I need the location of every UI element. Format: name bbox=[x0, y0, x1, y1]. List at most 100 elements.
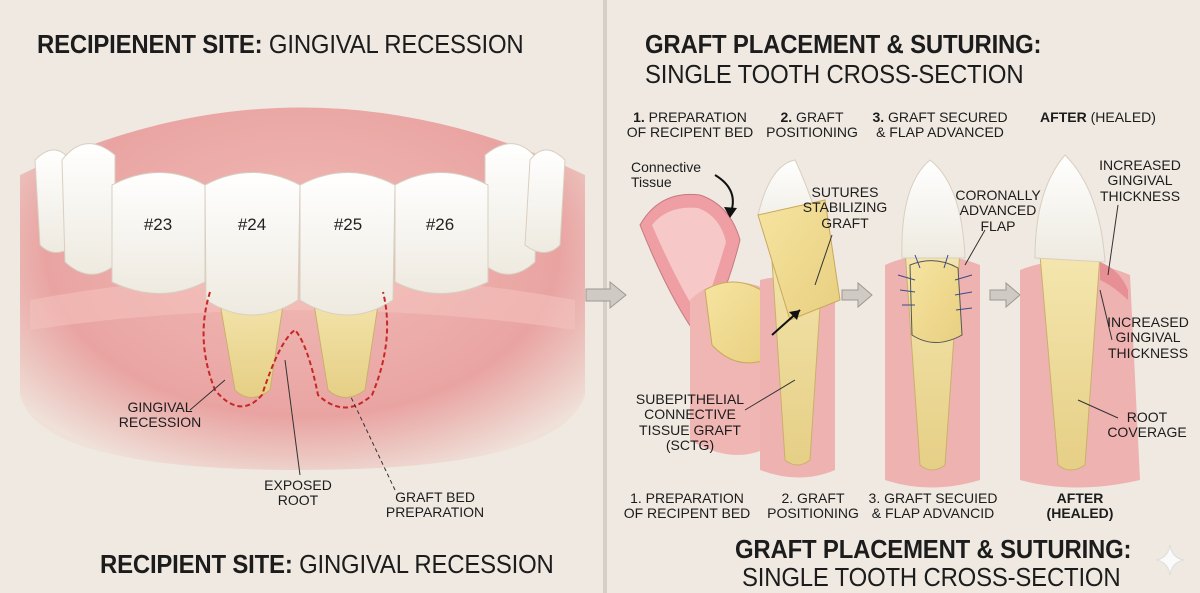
label-connective-tissue-line1: Connective bbox=[631, 159, 702, 175]
step-1-illustration bbox=[639, 193, 780, 455]
label-increased-mid-line3: THICKNESS bbox=[1107, 344, 1189, 361]
label-coronal-flap: CORONALLY ADVANCED FLAP bbox=[955, 187, 1041, 234]
tooth-number-25: #25 bbox=[333, 215, 363, 234]
label-increased-mid: INCREASED GINGIVAL THICKNESS bbox=[1107, 314, 1189, 361]
bottom-step-1-line2: OF RECIPENT BED bbox=[623, 505, 751, 522]
label-exposed-root-line2: ROOT bbox=[277, 492, 319, 509]
label-exposed-root: EXPOSED ROOT bbox=[264, 477, 332, 509]
tooth-number-24: #24 bbox=[237, 215, 267, 234]
sparkle-icon bbox=[1155, 544, 1185, 576]
label-sctg: SUBEPITHELIAL CONNECTIVE TISSUE GRAFT (S… bbox=[635, 391, 745, 454]
left-top-title-rest: GINGIVAL RECESSION bbox=[262, 29, 524, 59]
step-3-graft bbox=[909, 260, 963, 343]
step-3-illustration bbox=[885, 159, 986, 488]
label-root-coverage-line2: COVERAGE bbox=[1107, 424, 1187, 441]
leader-exposed-root bbox=[284, 359, 301, 476]
leader-root-coverage bbox=[1077, 399, 1119, 419]
label-connective-tissue: Connective Tissue bbox=[631, 159, 702, 191]
tooth-number-23: #23 bbox=[143, 215, 173, 234]
bottom-step-after: AFTER (HEALED) bbox=[1046, 490, 1114, 522]
bottom-step-3: 3. GRAFT SECUIED & FLAP ADVANCID bbox=[868, 490, 998, 522]
label-sctg-line1: SUBEPITHELIAL bbox=[635, 391, 745, 407]
label-increased-top-line3: THICKNESS bbox=[1099, 187, 1181, 204]
top-step-after-num: AFTER bbox=[1040, 109, 1087, 125]
label-graft-bed-line1: GRAFT BED bbox=[395, 489, 475, 505]
left-top-title: RECIPIENENT SITE: GINGIVAL RECESSION bbox=[37, 29, 524, 59]
left-bottom-title-rest: GINGIVAL RECESSION bbox=[292, 549, 554, 579]
bottom-step-1-line1: 1. PREPARATION bbox=[630, 490, 744, 506]
step-arrow-2-3 bbox=[841, 281, 873, 309]
left-bottom-title: RECIPIENT SITE: GINGIVAL RECESSION bbox=[100, 550, 554, 579]
arrow-graft-positioning-head bbox=[789, 310, 800, 320]
top-step-3-line1: GRAFT SECURED bbox=[884, 109, 1008, 125]
top-step-2: 2. GRAFT POSITIONING bbox=[766, 109, 858, 141]
label-sctg-line3: TISSUE GRAFT bbox=[639, 421, 741, 438]
bottom-step-2: 2. GRAFT POSITIONING bbox=[767, 490, 859, 522]
tooth-far-right bbox=[524, 149, 566, 253]
label-increased-mid-line1: INCREASED bbox=[1107, 314, 1189, 330]
label-root-coverage: ROOT COVERAGE bbox=[1107, 409, 1187, 441]
top-step-3-line2: & FLAP ADVANCED bbox=[876, 124, 1004, 141]
label-gingival-recession-line2: RECESSION bbox=[118, 414, 202, 431]
after-illustration bbox=[1020, 154, 1140, 488]
label-gingival-recession: GINGIVAL RECESSION bbox=[118, 399, 202, 431]
top-step-2-line1: GRAFT bbox=[792, 109, 844, 125]
label-increased-mid-line2: GINGIVAL bbox=[1115, 329, 1181, 346]
right-panel bbox=[639, 154, 1185, 576]
bottom-step-3-line2: & FLAP ADVANCID bbox=[871, 505, 995, 522]
top-step-1-line2: OF RECIPENT BED bbox=[626, 124, 754, 141]
label-sutures: SUTURES STABILIZING GRAFT bbox=[802, 184, 888, 231]
label-sutures-line1: SUTURES bbox=[811, 184, 879, 200]
right-top-title-line1: GRAFT PLACEMENT & SUTURING: bbox=[645, 29, 1042, 59]
right-top-title-line2: SINGLE TOOTH CROSS-SECTION bbox=[645, 59, 1024, 89]
label-coronal-flap-line2: ADVANCED bbox=[959, 202, 1037, 219]
left-top-title-bold: RECIPIENENT SITE: bbox=[37, 29, 263, 59]
left-bottom-title-bold: RECIPIENT SITE: bbox=[100, 549, 293, 579]
label-coronal-flap-line3: FLAP bbox=[980, 217, 1016, 234]
top-step-2-num: 2. bbox=[780, 109, 793, 125]
label-sctg-line2: CONNECTIVE bbox=[644, 406, 736, 423]
label-graft-bed: GRAFT BED PREPARATION bbox=[386, 489, 484, 521]
label-sutures-line3: GRAFT bbox=[821, 214, 869, 231]
right-bottom-title-line1: GRAFT PLACEMENT & SUTURING: bbox=[735, 534, 1132, 564]
label-increased-top-line1: INCREASED bbox=[1099, 157, 1181, 173]
tooth-24-crown bbox=[204, 172, 301, 316]
top-step-2-line2: POSITIONING bbox=[766, 124, 858, 141]
after-gingival-thickness bbox=[1100, 262, 1128, 300]
after-crown bbox=[1034, 154, 1106, 263]
label-sutures-line2: STABILIZING bbox=[802, 199, 888, 216]
leader-recession bbox=[189, 379, 226, 411]
right-bottom-title-line2: SINGLE TOOTH CROSS-SECTION bbox=[742, 562, 1121, 592]
arrow-bed-head bbox=[724, 207, 737, 218]
step-2-graft bbox=[757, 199, 841, 321]
step-3-crown bbox=[901, 159, 966, 259]
tooth-number-26: #26 bbox=[425, 215, 455, 234]
bottom-step-after-line2: (HEALED) bbox=[1046, 505, 1114, 522]
label-coronal-flap-line1: CORONALLY bbox=[955, 187, 1041, 203]
step-2-illustration bbox=[714, 159, 841, 478]
bottom-step-2-line1: 2. GRAFT bbox=[781, 490, 845, 506]
leader-coronal-flap bbox=[964, 229, 986, 266]
leader-increased-mid bbox=[1099, 289, 1113, 341]
top-step-1: 1. PREPARATION OF RECIPENT BED bbox=[626, 109, 754, 141]
leader-graft-bed bbox=[349, 394, 396, 491]
label-connective-tissue-line2: Tissue bbox=[631, 174, 672, 191]
top-step-after-line1: (HEALED) bbox=[1086, 109, 1156, 125]
bottom-step-1: 1. PREPARATION OF RECIPENT BED bbox=[623, 490, 751, 522]
top-step-3-num: 3. bbox=[872, 109, 885, 125]
tooth-25-crown bbox=[299, 172, 396, 316]
label-exposed-root-line1: EXPOSED bbox=[264, 477, 332, 493]
step-arrow-3-after bbox=[989, 281, 1021, 309]
leader-sctg bbox=[744, 379, 796, 411]
bottom-step-2-line2: POSITIONING bbox=[767, 505, 859, 522]
tooth-26-crown bbox=[394, 172, 489, 294]
top-step-1-line1: PREPARATION bbox=[644, 109, 747, 125]
tooth-23-crown bbox=[111, 172, 206, 294]
top-step-1-num: 1. bbox=[633, 109, 645, 125]
leader-increased-top bbox=[1107, 204, 1119, 276]
bottom-step-3-line1: 3. GRAFT SECUIED bbox=[868, 490, 998, 506]
left-panel bbox=[20, 107, 585, 491]
sutures bbox=[897, 254, 973, 311]
